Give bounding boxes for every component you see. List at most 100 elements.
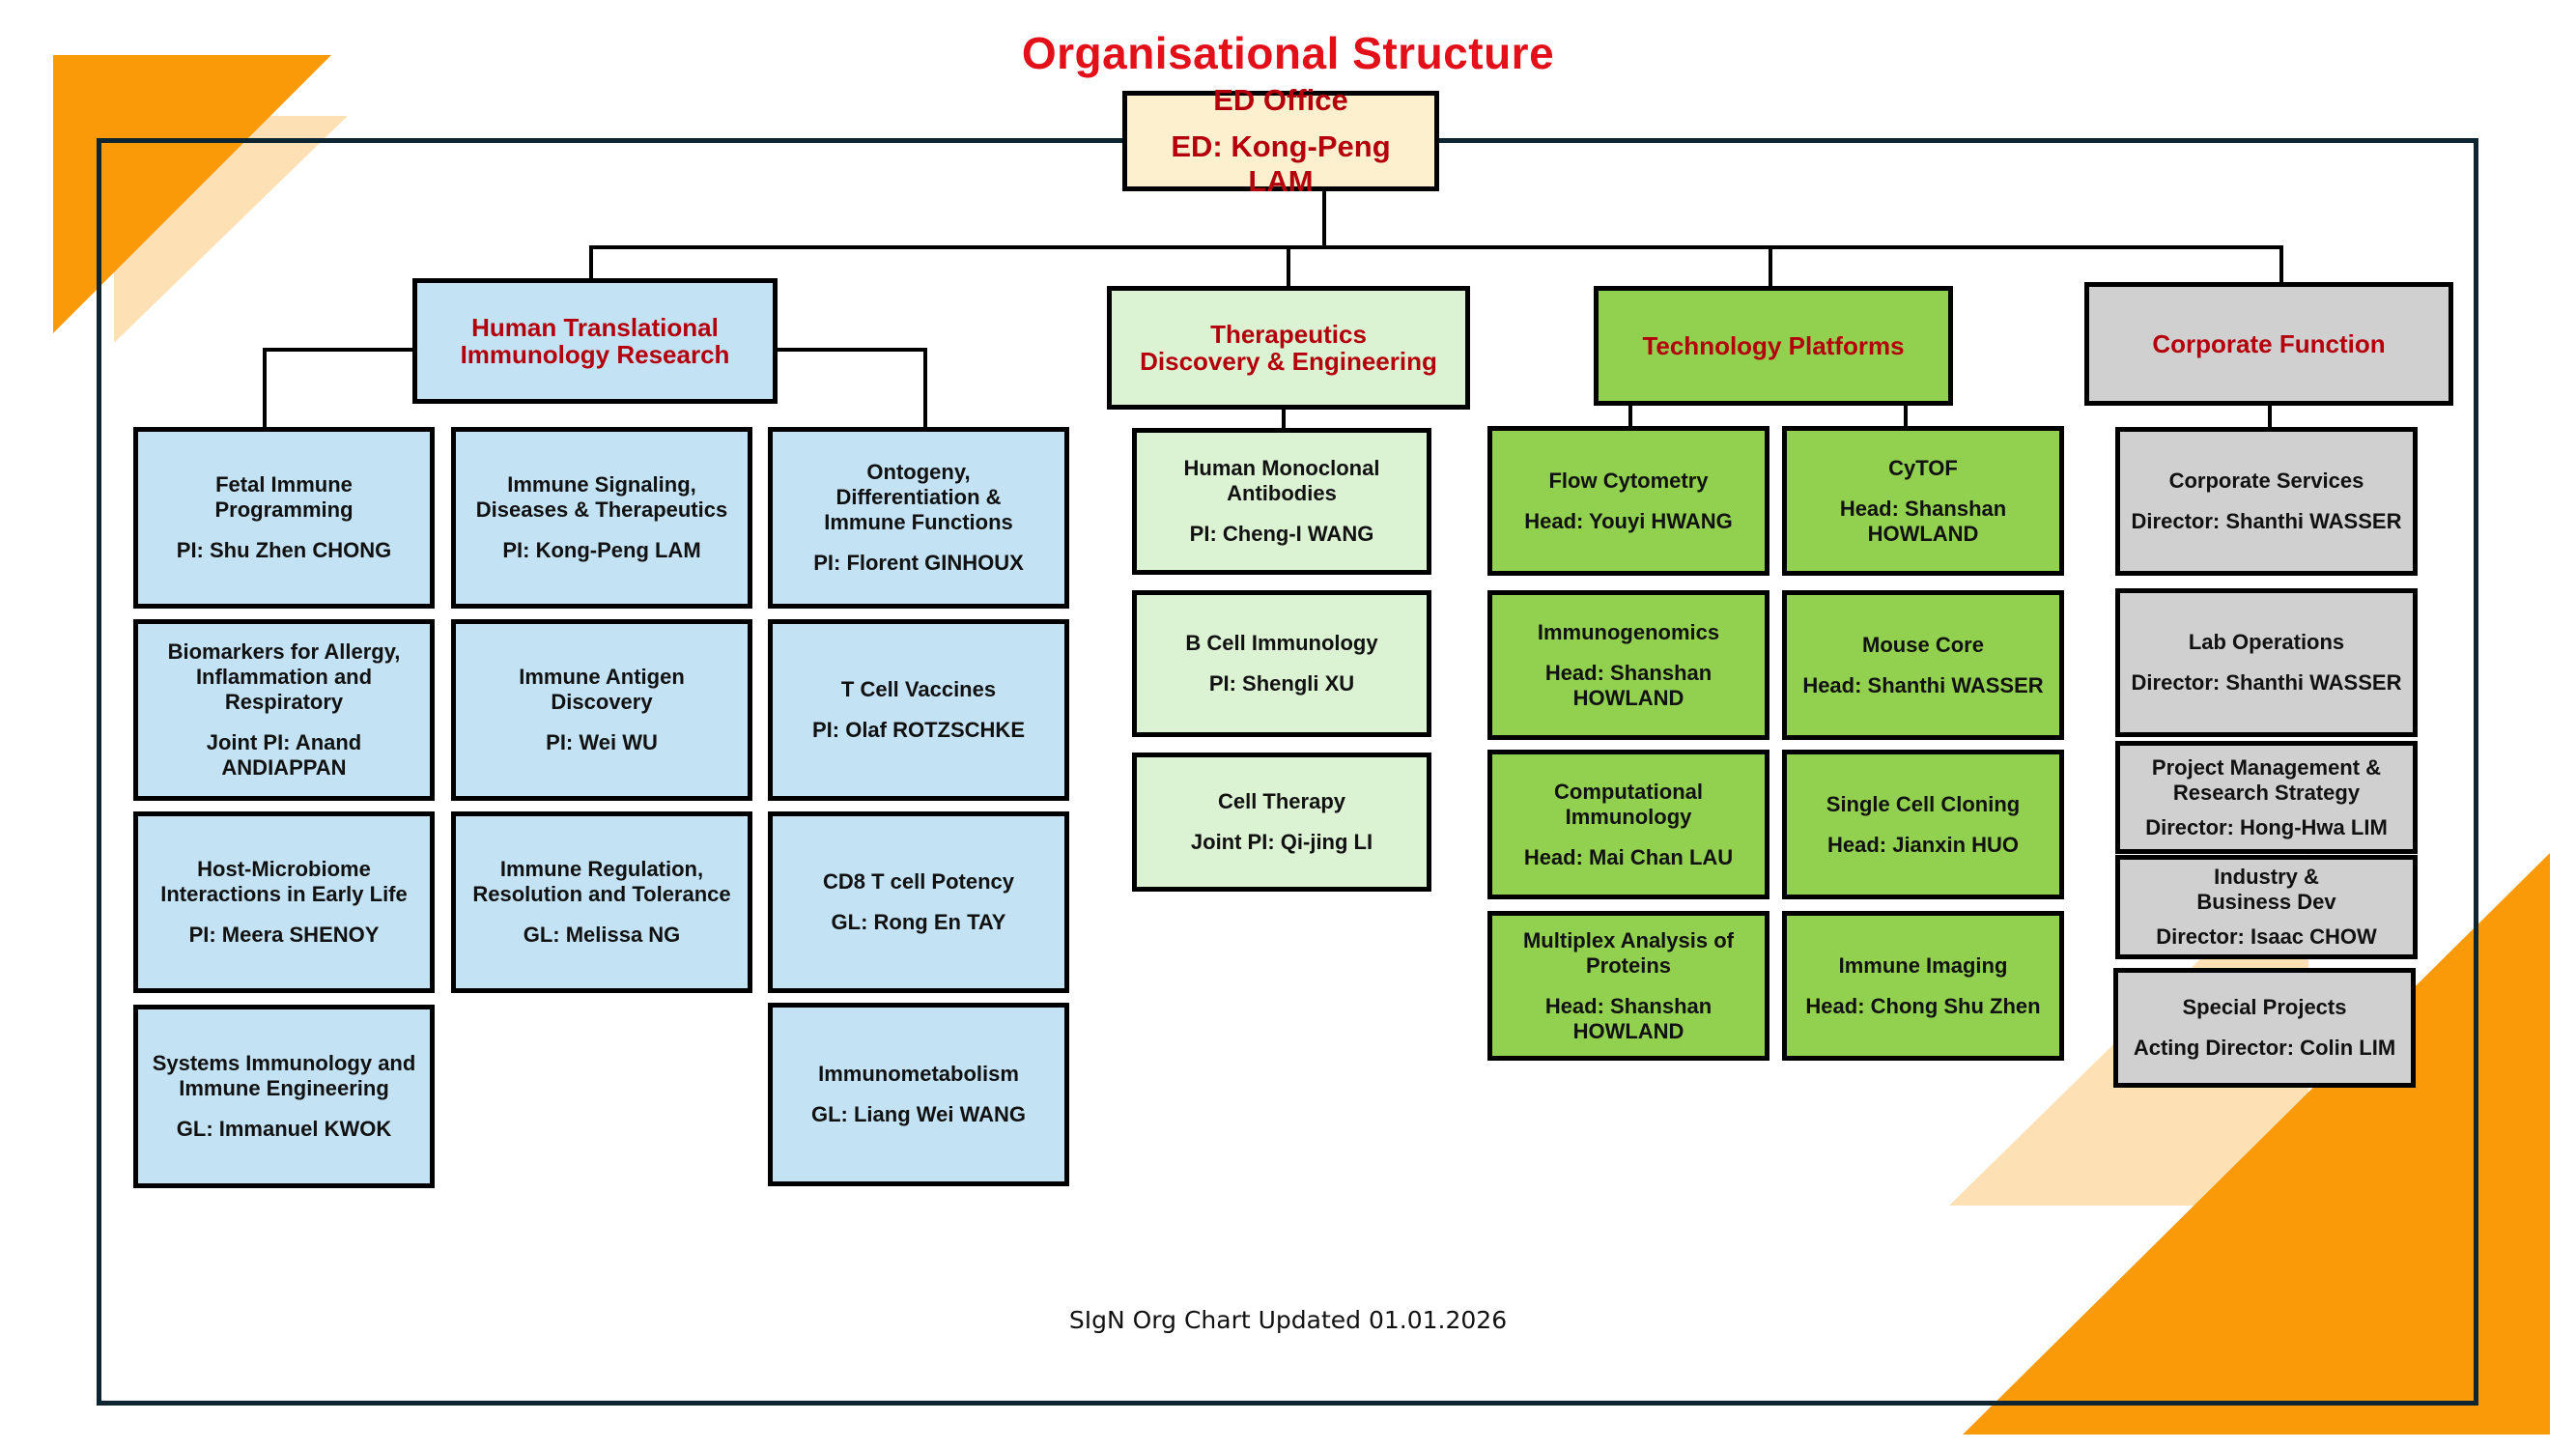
connector-htir-left (263, 348, 414, 352)
unit-lead: Head: Shanshan HOWLAND (1839, 496, 2007, 546)
connector-top-bus (589, 245, 2282, 249)
unit-name: CD8 T cell Potency (822, 869, 1015, 894)
unit-name: Biomarkers for Allergy, Inflammation and… (167, 639, 401, 714)
connector-tp-down-left (1628, 402, 1632, 429)
unit-card: Biomarkers for Allergy, Inflammation and… (133, 619, 435, 801)
division-title: Human Translational Immunology Research (460, 313, 730, 369)
unit-name: Human Monoclonal Antibodies (1183, 456, 1380, 505)
unit-card: B Cell Immunology PI: Shengli XU (1132, 590, 1431, 737)
division-human-translational-immunology-research: Human Translational Immunology Research (412, 278, 778, 404)
unit-lead: PI: Cheng-I WANG (1189, 522, 1374, 546)
unit-lead: Director: Shanthi WASSER (2131, 509, 2402, 533)
unit-name: Immunometabolism (818, 1062, 1019, 1086)
division-title: Therapeutics Discovery & Engineering (1140, 320, 1437, 376)
connector-ed-down (1322, 189, 1326, 247)
unit-name: Single Cell Cloning (1826, 791, 2021, 816)
unit-lead: Head: Shanshan HOWLAND (1544, 993, 1713, 1043)
unit-card: Immune Regulation, Resolution and Tolera… (451, 811, 752, 993)
unit-card: CyTOF Head: Shanshan HOWLAND (1782, 426, 2064, 576)
unit-lead: PI: Florent GINHOUX (813, 551, 1024, 575)
footer-update-note: SIgN Org Chart Updated 01.01.2026 (1068, 1306, 1508, 1334)
unit-card: Flow Cytometry Head: Youyi HWANG (1487, 426, 1769, 576)
unit-lead: PI: Shengli XU (1208, 671, 1355, 696)
unit-card: Computational Immunology Head: Mai Chan … (1487, 750, 1769, 899)
unit-lead: Head: Youyi HWANG (1524, 508, 1733, 533)
connector-htir-up (589, 245, 593, 280)
unit-card: Fetal Immune Programming PI: Shu Zhen CH… (133, 427, 435, 609)
unit-name: Multiplex Analysis of Proteins (1522, 927, 1734, 978)
ed-office-lead: ED: Kong-Peng LAM (1171, 129, 1391, 198)
unit-lead: PI: Wei WU (546, 730, 658, 754)
unit-lead: Head: Mai Chan LAU (1523, 844, 1734, 869)
unit-lead: PI: Kong-Peng LAM (502, 538, 701, 562)
unit-name: Special Projects (2182, 995, 2347, 1019)
unit-name: CyTOF (1888, 455, 1958, 480)
unit-card: Corporate Services Director: Shanthi WAS… (2115, 427, 2418, 576)
unit-lead: Head: Shanthi WASSER (1802, 672, 2044, 697)
unit-name: Immunogenomics (1537, 619, 1720, 644)
unit-name: B Cell Immunology (1185, 631, 1378, 655)
ed-office-box: ED Office ED: Kong-Peng LAM (1122, 83, 1439, 198)
unit-card: Ontogeny, Differentiation & Immune Funct… (768, 427, 1069, 609)
unit-name: Ontogeny, Differentiation & Immune Funct… (824, 460, 1013, 534)
unit-lead: Joint PI: Anand ANDIAPPAN (206, 730, 362, 780)
division-therapeutics-discovery-engineering: Therapeutics Discovery & Engineering (1107, 286, 1470, 410)
connector-tde-up (1287, 245, 1290, 288)
accent-triangle-top-left (53, 55, 331, 333)
unit-name: Mouse Core (1862, 632, 1984, 657)
unit-card: T Cell Vaccines PI: Olaf ROTZSCHKE (768, 619, 1069, 801)
unit-card: CD8 T cell Potency GL: Rong En TAY (768, 811, 1069, 993)
unit-lead: GL: Immanuel KWOK (176, 1117, 392, 1141)
unit-lead: GL: Melissa NG (523, 923, 681, 947)
unit-card: Mouse Core Head: Shanthi WASSER (1782, 590, 2064, 740)
unit-card: Immunogenomics Head: Shanshan HOWLAND (1487, 590, 1769, 740)
unit-lead: Head: Jianxin HUO (1826, 832, 2020, 857)
unit-lead: PI: Olaf ROTZSCHKE (811, 718, 1025, 742)
division-corporate-function: Corporate Function (2084, 282, 2453, 406)
connector-tp-down-right (1904, 402, 1908, 429)
unit-card: Immune Imaging Head: Chong Shu Zhen (1782, 911, 2064, 1061)
connector-tp-up (1769, 245, 1772, 288)
unit-name: Lab Operations (2188, 630, 2345, 654)
unit-name: Cell Therapy (1217, 789, 1346, 813)
unit-card: Cell Therapy Joint PI: Qi-jing LI (1132, 753, 1431, 892)
division-title: Technology Platforms (1642, 331, 1905, 360)
unit-name: Fetal Immune Programming (214, 472, 354, 522)
unit-card: Multiplex Analysis of Proteins Head: Sha… (1487, 911, 1769, 1061)
unit-name: Computational Immunology (1554, 779, 1703, 829)
connector-cf-up (2279, 245, 2283, 284)
unit-name: Immune Signaling, Diseases & Therapeutic… (475, 472, 728, 522)
unit-name: T Cell Vaccines (840, 677, 997, 701)
unit-name: Industry & Business Dev (2196, 865, 2336, 914)
unit-name: Immune Imaging (1838, 952, 2008, 978)
unit-name: Project Management & Research Strategy (2151, 754, 2382, 805)
unit-name: Corporate Services (2168, 469, 2364, 493)
unit-card: Immune Antigen Discovery PI: Wei WU (451, 619, 752, 801)
division-technology-platforms: Technology Platforms (1594, 286, 1953, 406)
page-title: Organisational Structure (1021, 28, 1555, 78)
unit-name: Systems Immunology and Immune Engineerin… (152, 1051, 416, 1100)
division-title: Corporate Function (2152, 329, 2386, 358)
unit-lead: Director: Hong-Hwa LIM (2145, 814, 2388, 839)
unit-lead: GL: Rong En TAY (831, 910, 1006, 934)
connector-htir-left-down (263, 348, 267, 430)
unit-lead: Director: Isaac CHOW (2156, 924, 2377, 949)
unit-name: Immune Regulation, Resolution and Tolera… (472, 857, 731, 906)
unit-card: Human Monoclonal Antibodies PI: Cheng-I … (1132, 428, 1431, 575)
unit-card: Systems Immunology and Immune Engineerin… (133, 1005, 435, 1188)
unit-lead: Acting Director: Colin LIM (2133, 1036, 2396, 1060)
unit-lead: PI: Meera SHENOY (188, 923, 380, 947)
unit-lead: Head: Chong Shu Zhen (1805, 993, 2041, 1018)
connector-tde-down (1282, 406, 1286, 431)
unit-card: Industry & Business Dev Director: Isaac … (2115, 855, 2418, 959)
ed-office-name: ED Office (1213, 83, 1348, 117)
unit-name: Immune Antigen Discovery (519, 665, 685, 714)
unit-card: Special Projects Acting Director: Colin … (2113, 968, 2416, 1088)
unit-card: Host-Microbiome Interactions in Early Li… (133, 811, 435, 993)
unit-card: Single Cell Cloning Head: Jianxin HUO (1782, 750, 2064, 899)
unit-lead: Head: Shanshan HOWLAND (1544, 660, 1713, 710)
unit-lead: GL: Liang Wei WANG (810, 1102, 1027, 1126)
unit-lead: PI: Shu Zhen CHONG (176, 538, 392, 562)
unit-card: Lab Operations Director: Shanthi WASSER (2115, 588, 2418, 737)
connector-htir-right (776, 348, 927, 352)
